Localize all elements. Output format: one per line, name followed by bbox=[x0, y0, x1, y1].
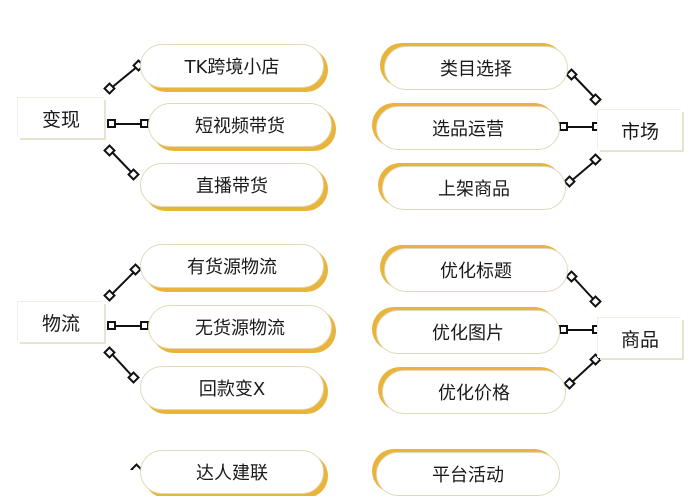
node-influencer: 达人建联 bbox=[140, 450, 324, 494]
node-listing: 上架商品 bbox=[382, 166, 566, 210]
node-price: 优化价格 bbox=[382, 370, 566, 414]
node-selection: 选品运营 bbox=[376, 106, 560, 150]
node-shichang: 市场 bbox=[598, 110, 682, 150]
connector-shangpin-3 bbox=[563, 353, 602, 390]
node-short-video: 短视频带货 bbox=[148, 103, 332, 147]
node-wuliu: 物流 bbox=[18, 302, 104, 342]
connector-shichang-3 bbox=[563, 153, 602, 188]
connector-wuliu-3 bbox=[103, 346, 140, 384]
node-payment: 回款变X bbox=[140, 366, 324, 410]
connector-wuliu-1 bbox=[103, 263, 142, 302]
node-title: 优化标题 bbox=[384, 248, 568, 292]
node-category: 类目选择 bbox=[384, 46, 568, 90]
connector-shangpin-2 bbox=[559, 325, 601, 334]
node-nosource-logistics: 无货源物流 bbox=[148, 305, 332, 349]
connector-shichang-1 bbox=[565, 68, 602, 106]
connector-bianxian-2 bbox=[107, 119, 149, 128]
connector-wuliu-2 bbox=[107, 321, 149, 330]
node-shangpin: 商品 bbox=[598, 318, 682, 358]
connector-bianxian-1 bbox=[103, 59, 145, 95]
connector-shichang-2 bbox=[559, 122, 601, 131]
connector-shangpin-1 bbox=[565, 270, 602, 308]
node-tk-store: TK跨境小店 bbox=[140, 44, 324, 88]
node-bianxian: 变现 bbox=[18, 98, 104, 138]
node-platform-activity: 平台活动 bbox=[376, 452, 560, 496]
connector-bianxian-3 bbox=[103, 144, 140, 181]
node-source-logistics: 有货源物流 bbox=[140, 244, 324, 288]
node-live-sales: 直播带货 bbox=[140, 163, 324, 207]
node-image: 优化图片 bbox=[376, 310, 560, 354]
connectors bbox=[103, 59, 602, 470]
